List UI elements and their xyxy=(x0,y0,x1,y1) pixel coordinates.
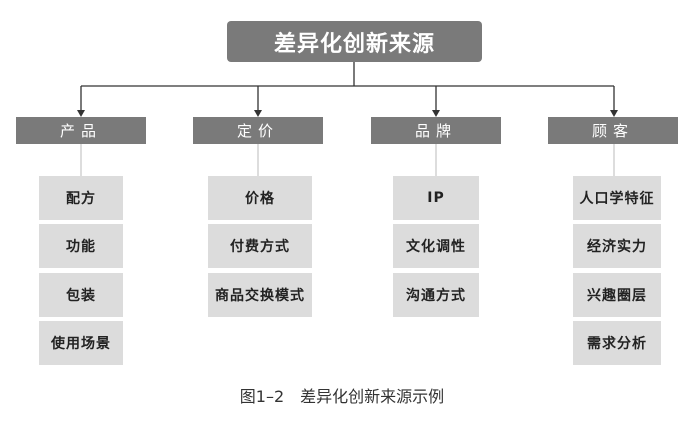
item-pricing-exchange: 商品交换模式 xyxy=(208,273,312,317)
item-customer-economic: 经济实力 xyxy=(573,224,661,268)
category-brand: 品牌 xyxy=(371,117,501,144)
item-pricing-payment: 付费方式 xyxy=(208,224,312,268)
item-pricing-price: 价格 xyxy=(208,176,312,220)
category-customer: 顾客 xyxy=(548,117,678,144)
item-product-packaging: 包装 xyxy=(39,273,123,317)
arrow-icon xyxy=(610,110,618,117)
item-brand-communication: 沟通方式 xyxy=(393,273,479,317)
figure-number: 图1–2 xyxy=(239,387,285,406)
item-customer-demographics: 人口学特征 xyxy=(573,176,661,220)
arrow-icon xyxy=(432,110,440,117)
arrow-icon xyxy=(254,110,262,117)
figure-title: 差异化创新来源示例 xyxy=(300,387,445,406)
item-product-function: 功能 xyxy=(39,224,123,268)
item-customer-needs: 需求分析 xyxy=(573,321,661,365)
item-brand-culture: 文化调性 xyxy=(393,224,479,268)
item-product-formula: 配方 xyxy=(39,176,123,220)
item-customer-interest: 兴趣圈层 xyxy=(573,273,661,317)
item-product-scenario: 使用场景 xyxy=(39,321,123,365)
figure-caption: 图1–2 差异化创新来源示例 xyxy=(0,383,684,407)
category-product: 产品 xyxy=(16,117,146,144)
category-pricing: 定价 xyxy=(193,117,323,144)
item-brand-ip: IP xyxy=(393,176,479,220)
arrow-icon xyxy=(77,110,85,117)
root-node: 差异化创新来源 xyxy=(227,21,482,62)
